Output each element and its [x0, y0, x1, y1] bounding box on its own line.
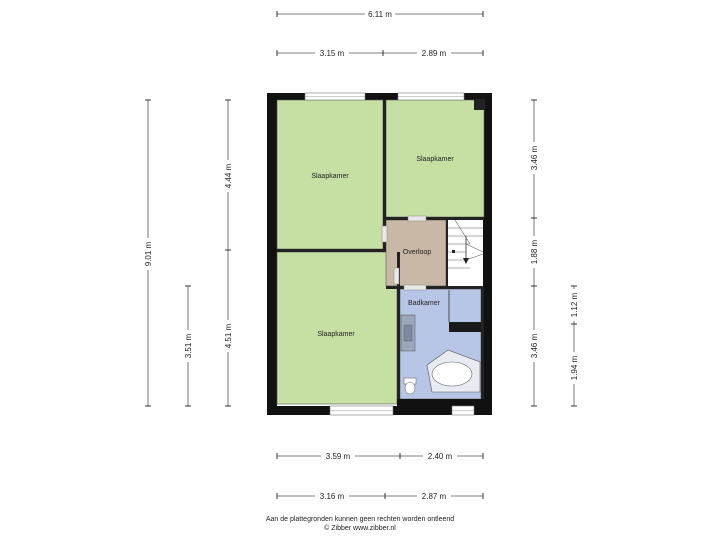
interior-wall — [386, 217, 484, 220]
interior-wall — [481, 289, 484, 399]
room-bedroom-top-right — [385, 99, 485, 218]
door-opening — [407, 215, 427, 222]
dimension-label: 1.94 m — [570, 355, 579, 380]
dimension-right-small: 1.12 m 1.94 m — [568, 285, 580, 407]
dimension-label: 9.01 m — [144, 241, 153, 266]
dimension-label: 4.44 m — [224, 163, 233, 188]
dimension-label: 3.15 m — [320, 49, 345, 58]
interior-wall — [383, 100, 386, 252]
dimension-bottom-lower: 3.16 m 2.87 m — [276, 490, 484, 502]
interior-wall — [397, 252, 400, 406]
footer: Aan de plattegronden kunnen geen rechten… — [0, 515, 720, 533]
shelf — [449, 322, 481, 332]
bathroom-fixtures — [400, 290, 481, 395]
building: Slaapkamer Slaapkamer Slaapkamer Overloo… — [267, 92, 492, 416]
room-bedroom-bottom — [276, 251, 398, 405]
dimension-left-small: 3.51 m — [182, 285, 194, 407]
dimension-left-split: 4.44 m 4.51 m — [222, 99, 234, 407]
dimension-label: 3.46 m — [530, 145, 539, 170]
dimension-top-total: 6.11 m — [276, 8, 484, 20]
dimension-label: 3.59 m — [326, 452, 351, 461]
dimension-bottom-upper: 3.59 m 2.40 m — [276, 450, 484, 462]
room-label: Slaapkamer — [311, 173, 349, 180]
dimension-top-split: 3.15 m 2.89 m — [276, 47, 484, 59]
room-label: Overloop — [403, 249, 432, 256]
dimension-label: 3.46 m — [530, 333, 539, 358]
dimension-label: 4.51 m — [224, 323, 233, 348]
dimension-label: 3.51 m — [184, 333, 193, 358]
interior-wall — [277, 249, 386, 252]
disclaimer-text: Aan de plattegronden kunnen geen rechten… — [265, 516, 455, 523]
door-opening — [393, 267, 400, 285]
interior-wall — [446, 220, 448, 286]
door-opening — [403, 284, 427, 291]
windows — [304, 92, 475, 416]
stair-direction-icon — [463, 258, 469, 264]
dimension-label: 1.12 m — [570, 292, 579, 317]
dimension-label: 2.87 m — [422, 492, 447, 501]
dimension-label: 1.88 m — [530, 239, 539, 264]
copyright-text: © Zibber www.zibber.nl — [324, 525, 396, 532]
room-label: Slaapkamer — [317, 331, 355, 338]
room-label: Badkamer — [408, 300, 441, 307]
door-opening — [381, 225, 388, 243]
dimension-label: 2.40 m — [428, 452, 453, 461]
column — [474, 100, 484, 110]
room-label: Slaapkamer — [416, 156, 454, 163]
dimension-right-split: 3.46 m 1.88 m 3.46 m — [528, 99, 540, 407]
staircase — [448, 219, 484, 286]
dimension-left-total: 9.01 m — [142, 99, 154, 407]
dimension-label: 2.89 m — [422, 49, 447, 58]
dimension-label: 3.16 m — [320, 492, 345, 501]
interior-wall — [386, 286, 484, 289]
sink-icon — [403, 324, 413, 342]
dimension-label: 6.11 m — [368, 10, 392, 19]
interior-wall — [397, 399, 484, 406]
toilet-icon — [404, 381, 416, 395]
